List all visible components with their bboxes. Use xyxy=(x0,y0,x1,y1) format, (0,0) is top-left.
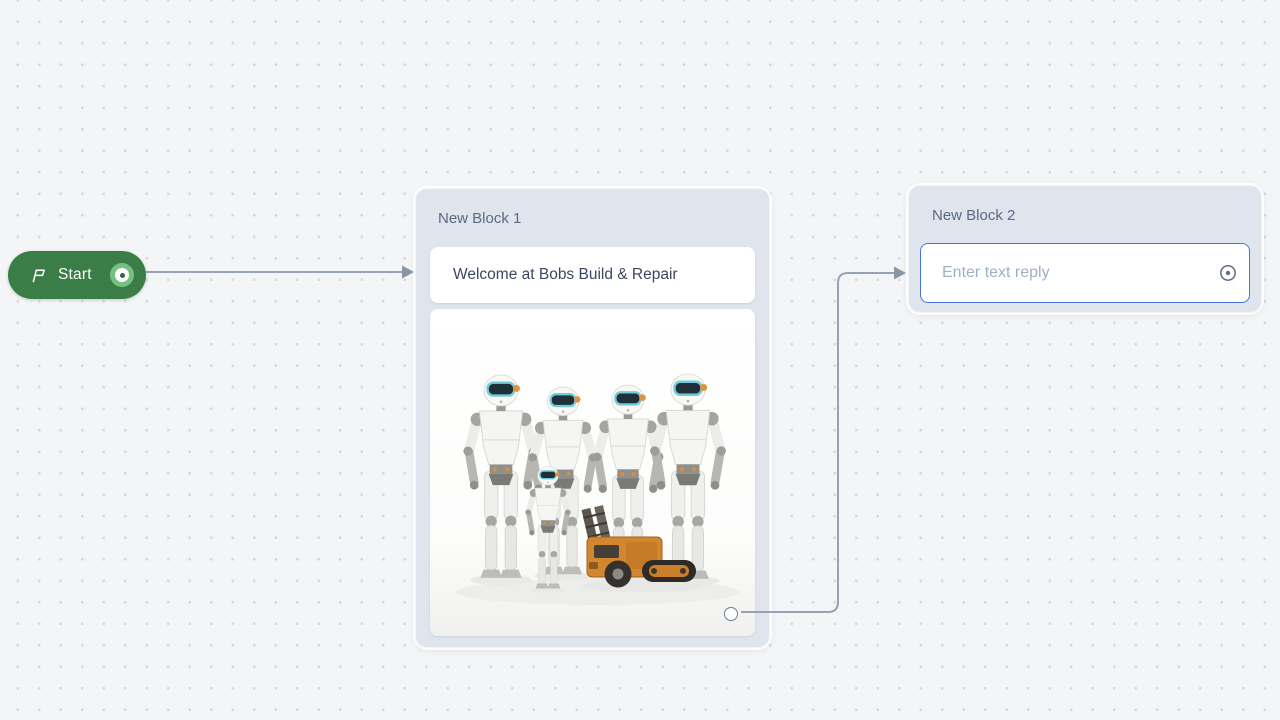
text-reply-input[interactable] xyxy=(920,243,1250,303)
message-text: Welcome at Bobs Build & Repair xyxy=(453,266,678,283)
image-output-port[interactable] xyxy=(724,607,738,621)
start-port-inner xyxy=(115,268,129,282)
block1-title: New Block 1 xyxy=(438,210,522,227)
start-label: Start xyxy=(58,266,92,283)
flag-icon xyxy=(30,267,47,284)
arrowhead-block2 xyxy=(894,266,906,280)
start-output-port[interactable] xyxy=(110,263,134,287)
robot-team-image xyxy=(430,309,755,636)
block-new-block-1[interactable]: New Block 1 Welcome at Bobs Build & Repa… xyxy=(415,188,770,648)
block-new-block-2[interactable]: New Block 2 xyxy=(908,185,1262,313)
arrowhead-block1 xyxy=(402,265,414,279)
start-node[interactable]: Start xyxy=(8,251,146,299)
text-reply-field xyxy=(920,243,1250,303)
block2-title: New Block 2 xyxy=(932,207,1016,224)
circle-dot-icon[interactable] xyxy=(1219,264,1237,282)
image-card[interactable] xyxy=(430,309,755,636)
message-card[interactable]: Welcome at Bobs Build & Repair xyxy=(430,247,755,303)
start-port-dot xyxy=(119,272,125,278)
